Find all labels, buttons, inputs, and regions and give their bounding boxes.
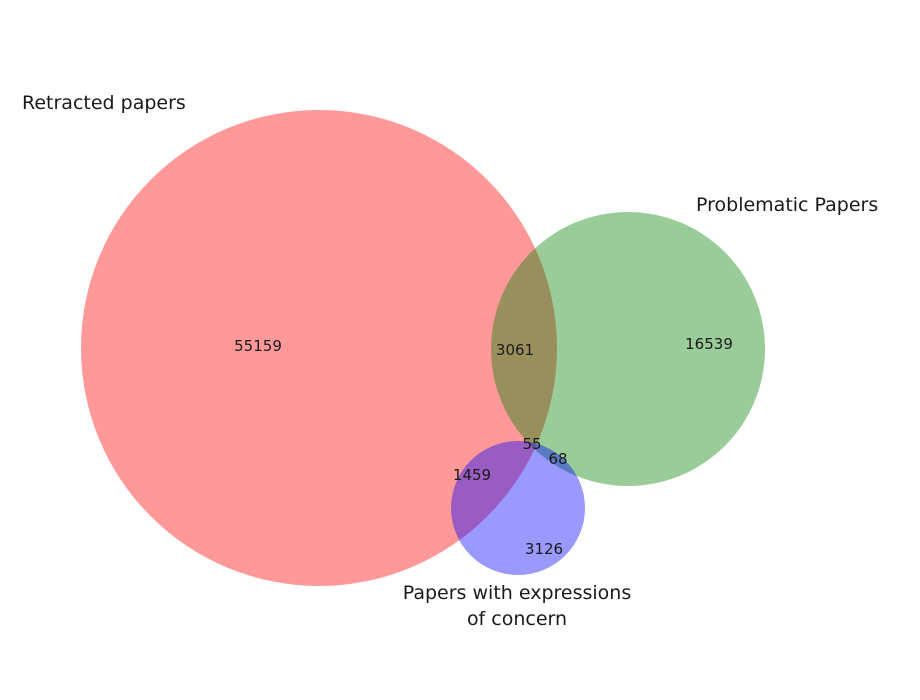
region-problematic-concern: 68 <box>548 450 567 468</box>
set-label-concern-line1: Papers with expressions <box>403 582 631 604</box>
set-label-problematic: Problematic Papers <box>696 194 878 216</box>
expressions-of-concern-circle <box>451 441 585 575</box>
retracted-papers-circle <box>81 110 557 586</box>
region-problematic-only: 16539 <box>685 335 733 353</box>
region-retracted-only: 55159 <box>234 337 282 355</box>
problematic-papers-circle <box>491 212 765 486</box>
region-retracted-concern: 1459 <box>453 466 491 484</box>
set-label-retracted: Retracted papers <box>22 92 186 114</box>
set-label-concern-line2: of concern <box>467 608 567 630</box>
region-concern-only: 3126 <box>525 540 563 558</box>
region-retracted-problematic: 3061 <box>496 341 534 359</box>
region-all-three: 55 <box>522 435 541 453</box>
